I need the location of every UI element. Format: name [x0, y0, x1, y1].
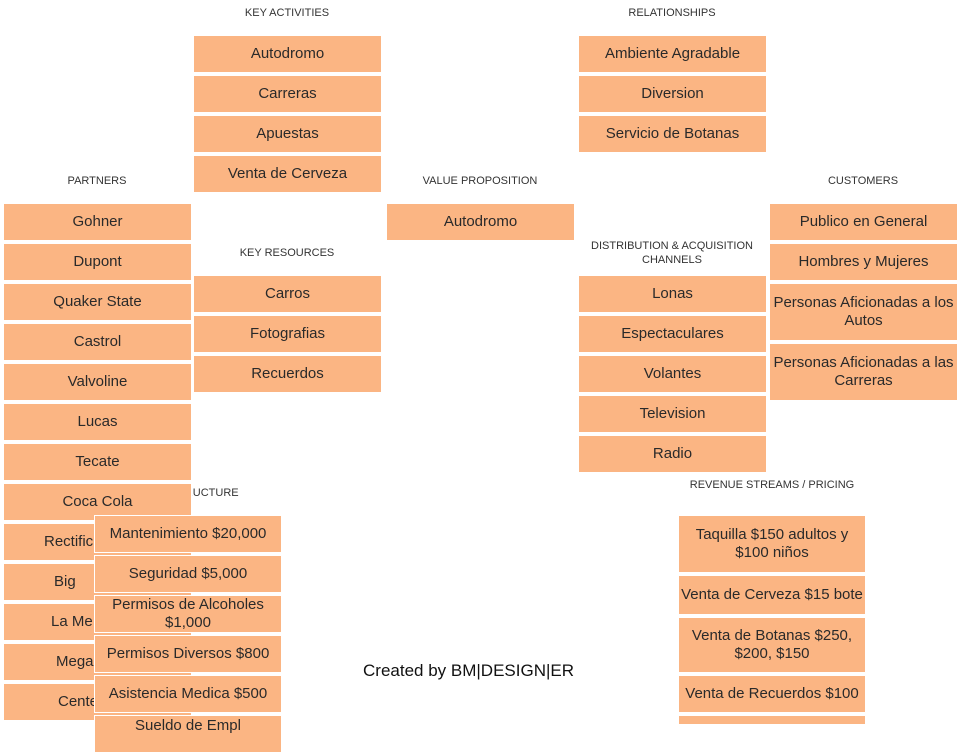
- revenue-box: [678, 715, 866, 725]
- key-activity-box: Venta de Cerveza: [193, 155, 382, 193]
- channel-box: Espectaculares: [578, 315, 767, 353]
- revenue-box: Venta de Cerveza $15 bote: [678, 575, 866, 615]
- customer-box: Hombres y Mujeres: [769, 243, 958, 281]
- key-activities-header: KEY ACTIVITIES: [244, 7, 330, 19]
- customer-box: Personas Aficionadas a los Autos: [769, 283, 958, 341]
- cost-box: Permisos de Alcoholes $1,000: [94, 595, 282, 633]
- key-resource-box: Carros: [193, 275, 382, 313]
- key-activity-box: Carreras: [193, 75, 382, 113]
- cost-box: Permisos Diversos $800: [94, 635, 282, 673]
- revenue-streams-header: REVENUE STREAMS / PRICING: [689, 479, 855, 491]
- partner-box: Castrol: [3, 323, 192, 361]
- customer-box: Personas Aficionadas a las Carreras: [769, 343, 958, 401]
- partner-box: Gohner: [3, 203, 192, 241]
- revenue-box: Venta de Recuerdos $100: [678, 675, 866, 713]
- value-proposition-header: VALUE PROPOSITION: [422, 175, 538, 187]
- cost-box: Mantenimiento $20,000: [94, 515, 282, 553]
- partner-box: Tecate: [3, 443, 192, 481]
- revenue-box: Venta de Botanas $250, $200, $150: [678, 617, 866, 673]
- key-activity-box: Apuestas: [193, 115, 382, 153]
- channel-box: Volantes: [578, 355, 767, 393]
- customers-header: CUSTOMERS: [827, 175, 899, 187]
- customer-box: Publico en General: [769, 203, 958, 241]
- key-resources-header: KEY RESOURCES: [239, 247, 335, 259]
- revenue-box: Taquilla $150 adultos y $100 niños: [678, 515, 866, 573]
- relationship-box: Diversion: [578, 75, 767, 113]
- partners-header: PARTNERS: [67, 175, 127, 187]
- cost-box: Asistencia Medica $500: [94, 675, 282, 713]
- key-resource-box: Recuerdos: [193, 355, 382, 393]
- partner-box: Lucas: [3, 403, 192, 441]
- partner-box: Dupont: [3, 243, 192, 281]
- relationship-box: Servicio de Botanas: [578, 115, 767, 153]
- partner-box: Valvoline: [3, 363, 192, 401]
- channel-box: Radio: [578, 435, 767, 473]
- cost-box: Sueldo de Empl: [94, 715, 282, 753]
- value-proposition-box: Autodromo: [386, 203, 575, 241]
- distribution-header: DISTRIBUTION & ACQUISITION CHANNELS: [591, 240, 753, 266]
- channel-box: Television: [578, 395, 767, 433]
- relationships-header: RELATIONSHIPS: [628, 7, 716, 19]
- cost-box: Seguridad $5,000: [94, 555, 282, 593]
- channel-box: Lonas: [578, 275, 767, 313]
- relationship-box: Ambiente Agradable: [578, 35, 767, 73]
- key-activity-box: Autodromo: [193, 35, 382, 73]
- key-resource-box: Fotografias: [193, 315, 382, 353]
- credit-text: Created by BM|DESIGN|ER: [363, 661, 575, 680]
- partner-box: Quaker State: [3, 283, 192, 321]
